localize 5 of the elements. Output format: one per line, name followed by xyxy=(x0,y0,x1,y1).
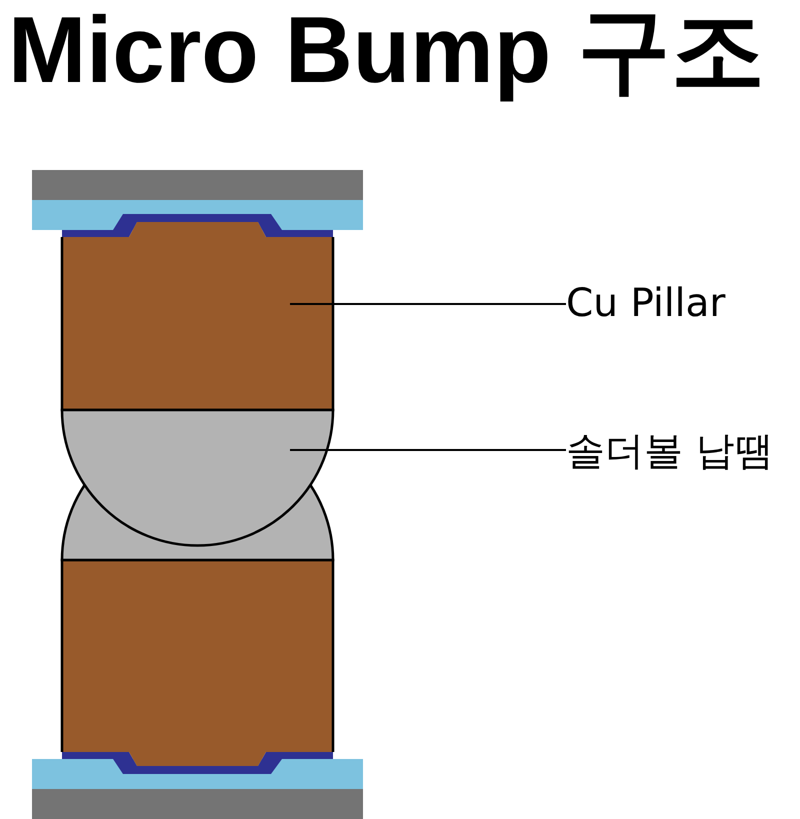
part-label: Cu Pillar xyxy=(566,281,726,327)
copper-pillar xyxy=(60,222,334,412)
leader-line xyxy=(290,449,566,451)
leader-line xyxy=(290,303,566,305)
part-label: 솔더볼 납땜 xyxy=(566,429,774,475)
